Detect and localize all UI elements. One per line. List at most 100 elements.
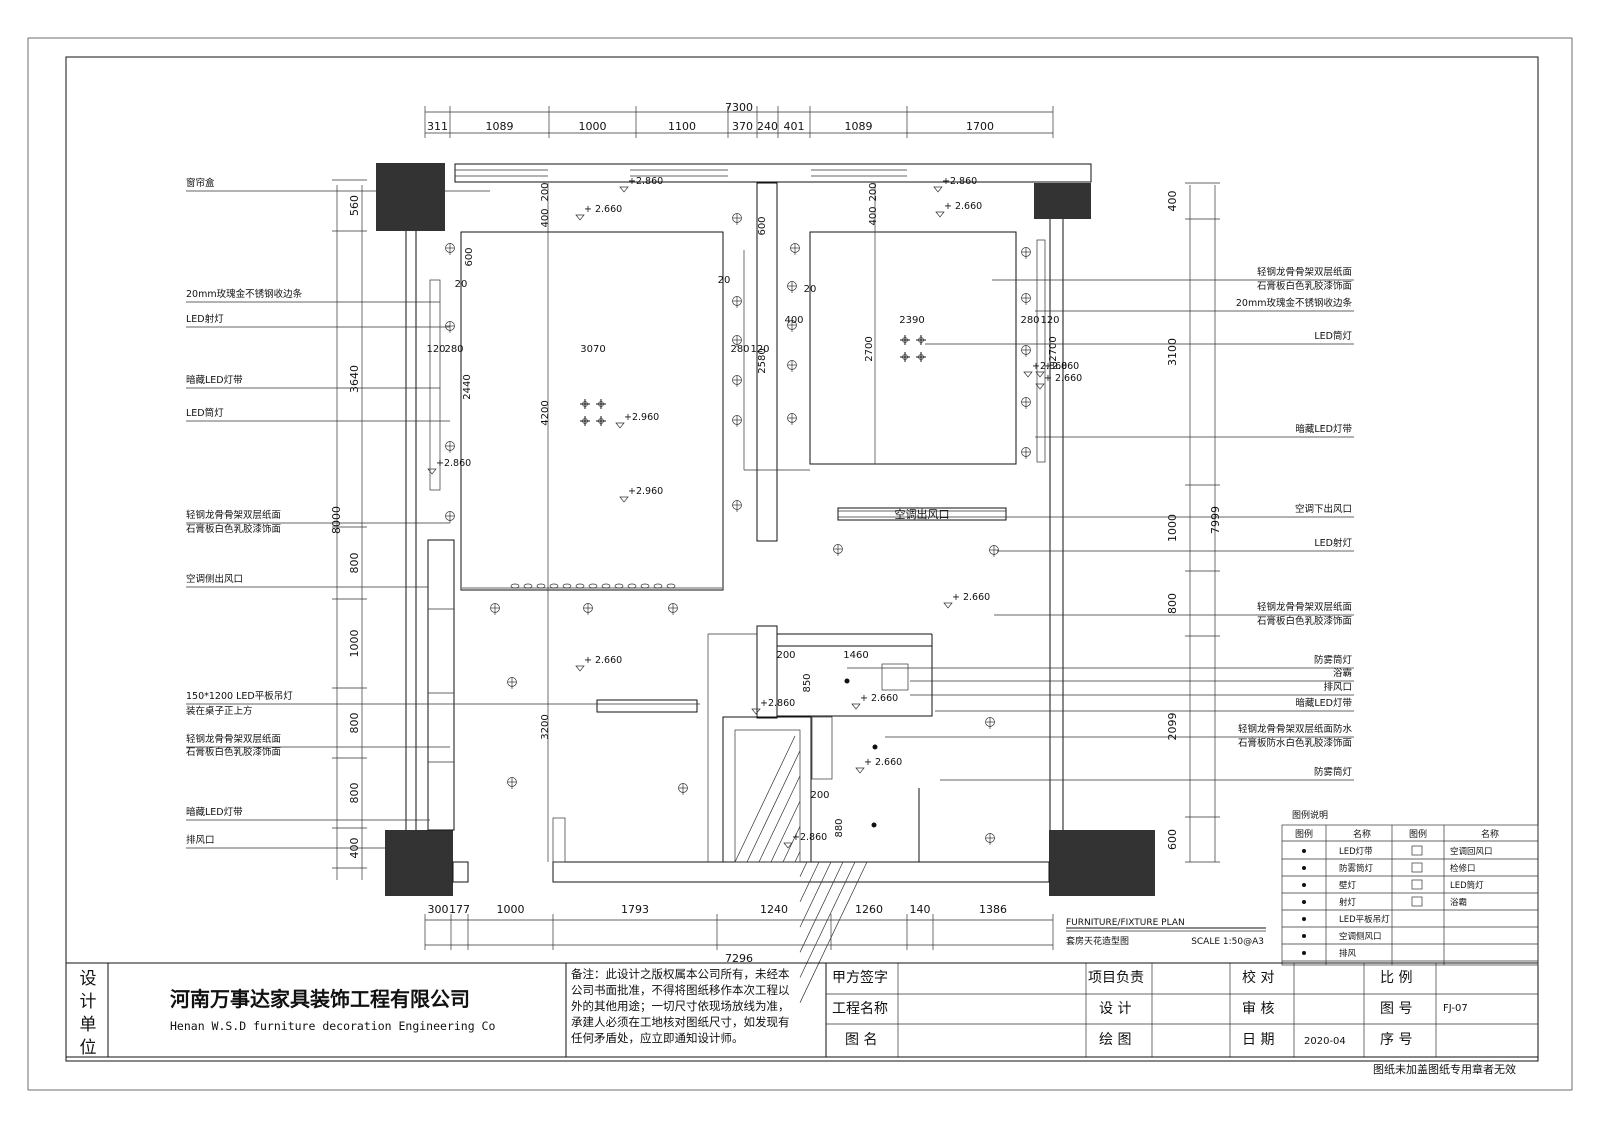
left-callouts: 窗帘盒20mm玫瑰金不锈钢收边条LED射灯暗藏LED灯带LED筒灯轻钢龙骨骨架双… [186,177,700,849]
elevation-marker: + 2.660 [575,655,622,672]
inner-dim: 2700 [1048,336,1059,361]
inner-dim: 120 [1040,315,1059,326]
inner-dim: 200 [810,790,829,801]
ceiling-panel-right [809,231,1017,465]
bottom-dim-segment: 177 [449,903,470,916]
legend-symbol-icon [1302,883,1306,887]
led-strip-icon [653,583,663,589]
company-name-en: Henan W.S.D furniture decoration Enginee… [170,1019,495,1033]
inner-dim: 400 [784,315,803,326]
right-callout-label: 浴霸 [1333,668,1352,679]
legend-symbol-icon [1302,900,1306,904]
left-callout-label: 暗藏LED灯带 [186,374,243,386]
spot-light-icon [732,213,742,225]
spot-light-icon [1021,293,1031,305]
top-dim-segment: 1000 [579,120,607,133]
elevation-value: +2.860 [792,832,827,843]
elevation-value: +2.860 [1044,361,1079,372]
plan-title-cn: 套房天花造型图 [1066,935,1129,947]
top-dim-segment: 1089 [486,120,514,133]
elevation-value: +2.960 [624,412,659,423]
left-callout-label: 装在桌子正上方 [186,705,253,717]
elevation-value: + 2.660 [584,204,622,215]
plan-title-en: FURNITURE/FIXTURE PLAN [1066,918,1185,928]
inner-dim: 120 [750,344,769,355]
company-name-cn: 河南万事达家具装饰工程有限公司 [170,987,470,1011]
inner-border [65,56,1539,1062]
inner-dim: 3070 [580,344,605,355]
legend-symbol-icon [1411,879,1423,890]
right-callout-label: 空调下出风口 [1295,503,1352,515]
inner-dim: 200 [868,182,879,201]
inner-dim: 850 [802,673,813,692]
elevation-marker: +2.860 [1035,361,1079,378]
elevation-value: + 2.660 [952,592,990,603]
led-strip-icon [627,583,637,589]
downlight-icon [916,335,926,345]
left-dim-segment: 800 [348,783,361,804]
right-dim-segment: 400 [1166,191,1179,212]
fog-downlight-icon [872,744,878,750]
right-callout-label: 石膏板白色乳胶漆饰面 [1257,615,1352,627]
legend-title: 图例说明 [1292,809,1328,821]
top-dim-segment: 1089 [845,120,873,133]
spot-light-icon [989,545,999,557]
left-dim-segment: 3640 [348,365,361,393]
led-strip-icon [523,583,533,589]
elevation-marker: + 2.660 [943,592,990,609]
legend-name: 壁灯 [1339,880,1357,891]
spot-light-icon [507,677,517,689]
bottom-dim-segment: 1793 [621,903,649,916]
spot-light-icon [985,833,995,845]
elevation-value: + 2.660 [864,757,902,768]
elevation-marker: +2.860 [751,698,795,715]
left-callout-label: 150*1200 LED平板吊灯 [186,690,293,702]
right-callout-label: 轻钢龙骨骨架双层纸面防水 [1238,723,1353,735]
left-dim-segment: 800 [348,553,361,574]
spot-light-icon [787,360,797,372]
led-strip-icon [588,583,598,589]
spot-light-icon [787,281,797,293]
review-label: 审 核 [1242,1001,1274,1017]
validity-footer: 图纸未加盖图纸专用章者无效 [1373,1062,1516,1076]
right-callout-label: 防雾筒灯 [1314,654,1353,666]
led-strip-icon [601,583,611,589]
elevation-value: +2.860 [760,698,795,709]
elevation-marker: + 2.660 [1035,373,1082,390]
left-callout-label: 轻钢龙骨骨架双层纸面 [186,733,281,745]
spot-light-icon [732,335,742,347]
spot-light-icon [833,544,843,556]
inner-dim: 3200 [540,714,551,739]
legend-header: 图例 [1295,828,1313,840]
right-callout-label: 轻钢龙骨骨架双层纸面 [1257,266,1352,278]
elevation-value: +2.860 [436,458,471,469]
drawing-no-value: FJ-07 [1443,1003,1468,1014]
ac-outlet-label: 空调出风口 [895,507,950,521]
outer-border [27,37,1573,1091]
inner-dim: 20 [804,284,817,295]
legend-name: LED筒灯 [1450,880,1484,891]
bottom-dim-segment: 1240 [760,903,788,916]
led-strip-icon [640,583,650,589]
spot-light-icon [678,783,688,795]
legend-symbol-icon [1411,862,1423,873]
elevation-marker: + 2.660 [575,204,622,221]
spot-light-icon [445,243,455,255]
top-dim-segment: 1100 [668,120,696,133]
left-callout-label: 20mm玫瑰金不锈钢收边条 [186,288,303,300]
right-callout-label: 20mm玫瑰金不锈钢收边条 [1236,297,1353,309]
plan-title: FURNITURE/FIXTURE PLAN 套房天花造型图 SCALE 1:5… [1066,918,1266,947]
light-fixtures [445,213,1031,845]
elevation-value: +2.960 [628,486,663,497]
spot-light-icon [1021,397,1031,409]
date-label: 日 期 [1242,1032,1274,1048]
drafting-label: 绘 图 [1099,1032,1131,1048]
led-strip-icon [575,583,585,589]
inner-dim: 880 [834,818,845,837]
downlight-icon [580,416,590,426]
legend-symbol-icon [1302,951,1306,955]
left-callout-label: 轻钢龙骨骨架双层纸面 [186,509,281,521]
elevation-marker: +2.960 [619,486,663,503]
downlight-icon [916,352,926,362]
